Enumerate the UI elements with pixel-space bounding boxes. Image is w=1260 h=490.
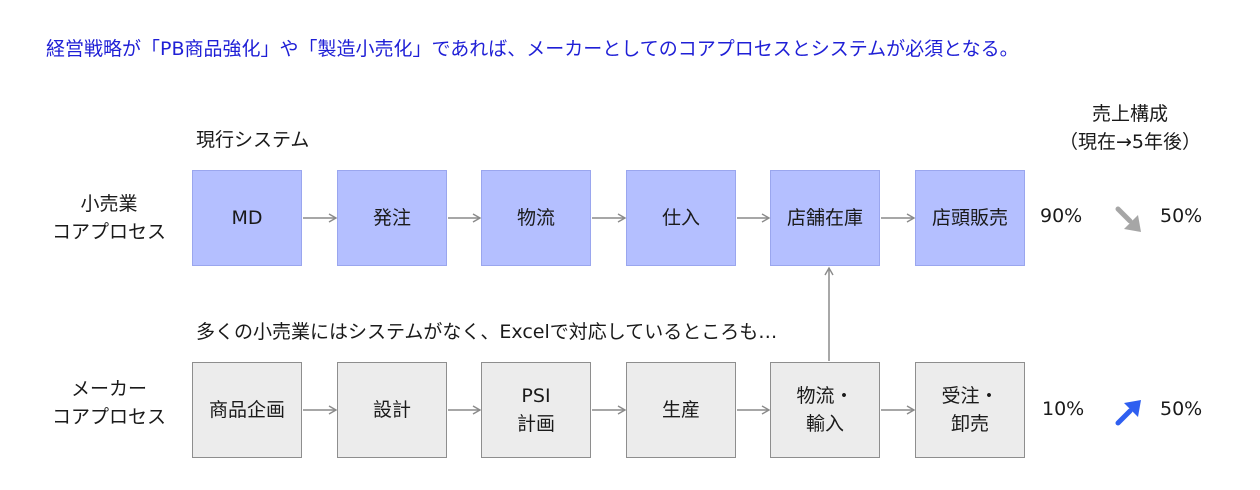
retail-step-logistics: 物流 — [481, 170, 591, 266]
maker-step-order-wholesale: 受注・ 卸売 — [915, 362, 1025, 458]
retail-step-store-inventory: 店舗在庫 — [770, 170, 880, 266]
retail-future-share: 50% — [1160, 205, 1203, 227]
maker-step-design: 設計 — [337, 362, 447, 458]
maker-step-product-planning: 商品企画 — [192, 362, 302, 458]
page-title: 経営戦略が「PB商品強化」や「製造小売化」であれば、メーカーとしてのコアプロセス… — [46, 38, 1019, 60]
arrow-down-right-icon — [1115, 206, 1141, 232]
retail-current-share: 90% — [1040, 205, 1083, 227]
maker-future-share: 50% — [1160, 398, 1203, 420]
retail-step-md: MD — [192, 170, 302, 266]
arrow-up-right-icon — [1115, 400, 1141, 426]
sales-header-line1: 売上構成 — [1091, 103, 1168, 125]
retail-step-ordering: 発注 — [337, 170, 447, 266]
sales-header-line2: （現在→5年後） — [1058, 131, 1201, 153]
retail-row-label: 小売業 コアプロセス — [51, 193, 166, 243]
current-system-label: 現行システム — [196, 129, 310, 151]
excel-note: 多くの小売業にはシステムがなく、Excelで対応しているところも… — [196, 321, 778, 343]
sales-composition-header: 売上構成 （現在→5年後） — [1040, 100, 1220, 156]
maker-step-logistics-import: 物流・ 輸入 — [770, 362, 880, 458]
retail-step-store-sales: 店頭販売 — [915, 170, 1025, 266]
maker-row-label: メーカー コアプロセス — [51, 378, 166, 428]
maker-step-production: 生産 — [626, 362, 736, 458]
maker-step-psi-planning: PSI 計画 — [481, 362, 591, 458]
retail-step-purchasing: 仕入 — [626, 170, 736, 266]
maker-current-share: 10% — [1042, 398, 1085, 420]
